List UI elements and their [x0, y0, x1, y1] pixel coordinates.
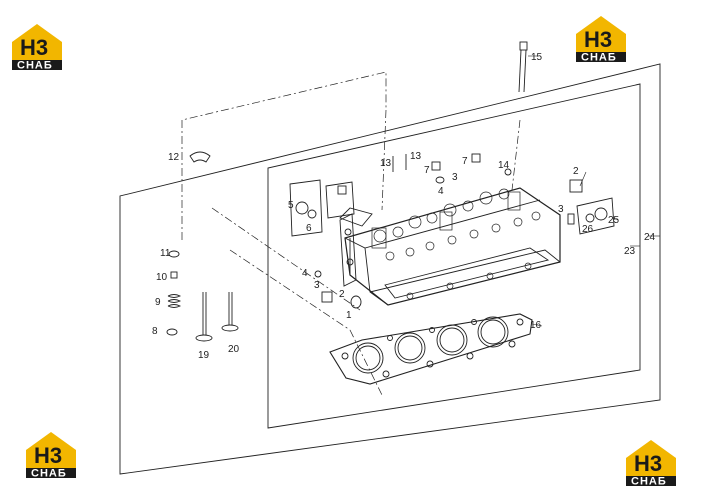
part-25 — [337, 185, 347, 195]
callout-9: 9 — [155, 297, 161, 308]
brand-logo-top-right: H3 CHAБ — [572, 12, 630, 64]
logo-brand-text: CHAБ — [17, 60, 53, 72]
logo-main-text: H3 — [20, 35, 48, 60]
valve-20 — [195, 292, 213, 342]
callout-16: 16 — [530, 320, 542, 331]
callout-24: 26 — [582, 224, 594, 235]
seal-5 — [295, 201, 309, 215]
part-3-top — [435, 176, 445, 184]
callout-19: 20 — [228, 344, 240, 355]
callout-20: 19 — [198, 350, 210, 361]
callout-7-right: 7 — [462, 156, 468, 167]
part-14 — [504, 168, 512, 176]
nut-7b — [471, 153, 481, 163]
callout-2-right: 2 — [573, 166, 579, 177]
detail-box-left — [289, 179, 323, 237]
logo-main-text: H3 — [634, 451, 662, 476]
logo-brand-text: CHAБ — [631, 476, 667, 488]
logo-brand-text: CHAБ — [31, 468, 67, 480]
assembly-frame-22 — [119, 63, 661, 475]
logo-house-shape — [12, 24, 62, 70]
part-2-left — [321, 291, 333, 303]
callout-6: 6 — [306, 223, 312, 234]
callout-13-left: 13 — [380, 158, 392, 169]
callout-13-right: 13 — [410, 151, 422, 162]
callout-7-left: 7 — [424, 165, 430, 176]
guide-lines — [181, 71, 521, 396]
part-1 — [350, 295, 362, 309]
head-gasket-16 — [329, 313, 533, 385]
bracket-12 — [189, 151, 211, 163]
callout-14: 14 — [498, 160, 510, 171]
valve-spring-stack — [166, 250, 182, 336]
o-ring-24 — [585, 213, 595, 223]
plug-23 — [594, 207, 608, 221]
logo-brand-text: CHAБ — [581, 52, 617, 64]
callout-8: 8 — [152, 326, 158, 337]
callout-3-right: 3 — [558, 204, 564, 215]
callout-21: 23 — [624, 246, 636, 257]
plug-2 — [569, 179, 583, 193]
part-6 — [307, 209, 317, 219]
callout-23: 25 — [608, 215, 620, 226]
assembly-frame-21 — [267, 83, 641, 429]
head-bolt-15 — [518, 41, 528, 93]
cylinder-head-block — [339, 187, 561, 306]
part-3-left — [314, 270, 322, 278]
callout-15: 15 — [531, 52, 543, 63]
callout-3-left: 3 — [314, 280, 320, 291]
brand-logo-bottom-right: H3 CHAБ — [622, 436, 680, 488]
callout-11: 11 — [160, 248, 171, 259]
nut-7a — [431, 161, 441, 171]
callout-5: 5 — [288, 200, 294, 211]
callout-3-top: 3 — [452, 172, 458, 183]
logo-main-text: H3 — [584, 27, 612, 52]
brand-logo-top-left: H3 CHAБ — [8, 20, 66, 72]
valve-19 — [221, 292, 239, 332]
callout-labels: 15 2 14 7 7 3 4 13 13 12 5 6 3 25 26 23 … — [152, 52, 656, 361]
part-3-right — [567, 213, 575, 225]
detail-box-top-left — [325, 181, 355, 219]
brand-logo-bottom-left: H3 CHAБ — [22, 428, 80, 480]
callout-12: 12 — [168, 152, 180, 163]
callout-1: 1 — [346, 310, 352, 321]
callout-22: 24 — [644, 232, 656, 243]
callout-2-left: 2 — [339, 289, 345, 300]
logo-main-text: H3 — [34, 443, 62, 468]
callout-4-left: 4 — [302, 268, 308, 279]
callout-leaders — [528, 55, 660, 327]
detail-box-right — [576, 197, 615, 235]
callout-4-top: 4 — [438, 186, 444, 197]
callout-10: 10 — [156, 272, 168, 283]
